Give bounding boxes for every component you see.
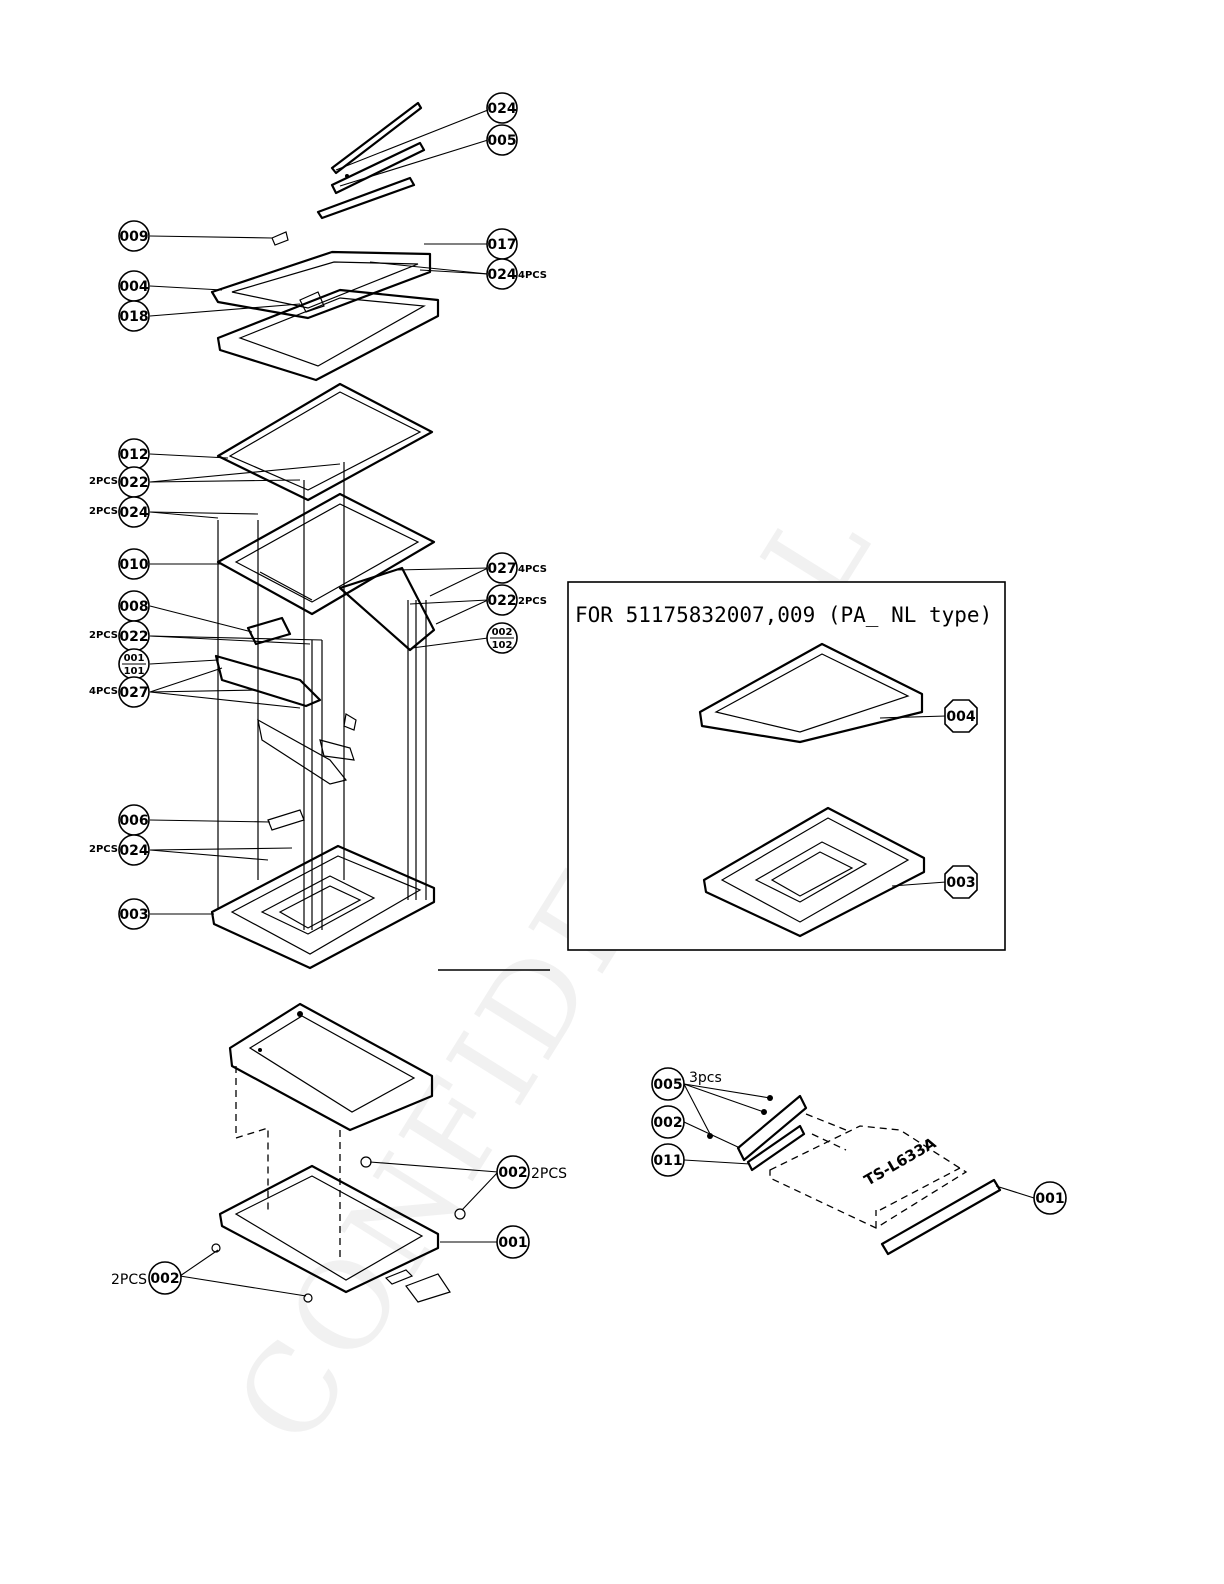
svg-text:102: 102	[492, 640, 513, 651]
svg-text:022: 022	[487, 593, 516, 609]
callout-hdd-002-left: 002 2PCS	[111, 1262, 181, 1294]
svg-text:003: 003	[946, 875, 975, 891]
svg-text:010: 010	[119, 557, 148, 573]
svg-text:004: 004	[946, 709, 975, 725]
svg-text:024: 024	[487, 267, 516, 283]
callout-022-a: 022 2PCS	[89, 467, 149, 497]
callout-024-4pcs: 024 4PCS	[487, 259, 547, 289]
qty-odd-005: 3pcs	[689, 1070, 722, 1086]
qty-027-right: 4PCS	[518, 564, 547, 575]
callout-008: 008	[119, 591, 149, 621]
odd-drive-label: TS-L633A	[861, 1134, 939, 1190]
callout-006: 006	[119, 805, 149, 835]
svg-text:006: 006	[119, 813, 148, 829]
qty-027-left: 4PCS	[89, 686, 118, 697]
svg-text:005: 005	[487, 133, 516, 149]
callout-002-102: 002 102	[487, 623, 517, 653]
part-024-strip	[332, 103, 421, 173]
callout-018: 018	[119, 301, 149, 331]
svg-text:009: 009	[119, 229, 148, 245]
svg-text:002: 002	[653, 1115, 682, 1131]
qty-024-c: 2PCS	[89, 844, 118, 855]
svg-text:017: 017	[487, 237, 516, 253]
svg-text:002: 002	[150, 1271, 179, 1287]
callout-odd-001: 001	[1034, 1182, 1066, 1214]
qty-022-c: 2PCS	[89, 630, 118, 641]
qty-hdd-002-left: 2PCS	[111, 1272, 147, 1288]
callouts-odd: 005 3pcs 002 011 001	[652, 1068, 1066, 1214]
callout-024-c: 024 2PCS	[89, 835, 149, 865]
part-027-bracket-right	[340, 568, 434, 650]
odd-assembly: TS-L633A	[707, 1095, 1000, 1254]
inset-box: FOR 51175832007,009 (PA_ NL type) 004 00…	[568, 582, 1005, 950]
callout-017: 017	[487, 229, 517, 259]
svg-text:008: 008	[119, 599, 148, 615]
callout-005-top: 005	[487, 125, 517, 155]
inset-callout-003: 003	[945, 866, 977, 898]
callout-012: 012	[119, 439, 149, 469]
svg-text:022: 022	[119, 629, 148, 645]
svg-text:002: 002	[498, 1165, 527, 1181]
svg-text:012: 012	[119, 447, 148, 463]
qty-022-a: 2PCS	[89, 476, 118, 487]
svg-text:001: 001	[1035, 1191, 1064, 1207]
callout-odd-011: 011	[652, 1144, 684, 1176]
svg-text:005: 005	[653, 1077, 682, 1093]
callout-hdd-002-right: 002 2PCS	[497, 1156, 567, 1188]
part-008	[248, 618, 290, 644]
part-009	[272, 232, 288, 245]
callout-003: 003	[119, 899, 149, 929]
svg-text:004: 004	[119, 279, 148, 295]
callout-027-right: 027 4PCS	[487, 553, 547, 583]
callouts-upper: 024 005 009 017 004 024 4PCS 018 012 022…	[89, 93, 547, 929]
leader-lines-odd	[684, 1084, 1034, 1198]
leader-lines-upper	[150, 110, 488, 914]
callout-009: 009	[119, 221, 149, 251]
callout-odd-002: 002	[652, 1106, 684, 1138]
svg-text:024: 024	[119, 843, 148, 859]
qty-024-4pcs: 4PCS	[518, 270, 547, 281]
inset-callout-004: 004	[945, 700, 977, 732]
svg-text:011: 011	[653, 1153, 682, 1169]
svg-text:003: 003	[119, 907, 148, 923]
svg-text:018: 018	[119, 309, 148, 325]
qty-hdd-002-right: 2PCS	[531, 1166, 567, 1182]
callout-024-b: 024 2PCS	[89, 497, 149, 527]
svg-text:027: 027	[487, 561, 516, 577]
svg-text:024: 024	[119, 505, 148, 521]
odd-bezel	[882, 1180, 1000, 1254]
callout-001-101: 001 101	[119, 649, 149, 679]
svg-text:027: 027	[119, 685, 148, 701]
callout-027-left: 027 4PCS	[89, 677, 149, 707]
callout-022-c: 022 2PCS	[89, 621, 149, 651]
callout-010: 010	[119, 549, 149, 579]
svg-text:022: 022	[119, 475, 148, 491]
qty-024-b: 2PCS	[89, 506, 118, 517]
callout-022-right: 022 2PCS	[487, 585, 547, 615]
part-018-panel	[218, 290, 438, 380]
part-006	[268, 810, 304, 830]
inset-title: FOR 51175832007,009 (PA_ NL type)	[575, 603, 992, 627]
callout-hdd-001: 001	[497, 1226, 529, 1258]
qty-022-right: 2PCS	[518, 596, 547, 607]
svg-text:001: 001	[498, 1235, 527, 1251]
svg-text:001: 001	[124, 653, 145, 664]
svg-text:101: 101	[124, 666, 145, 677]
lcd-assembly	[212, 103, 438, 968]
svg-text:002: 002	[492, 627, 513, 638]
callout-024-top: 024	[487, 93, 517, 123]
callout-004: 004	[119, 271, 149, 301]
svg-text:024: 024	[487, 101, 516, 117]
